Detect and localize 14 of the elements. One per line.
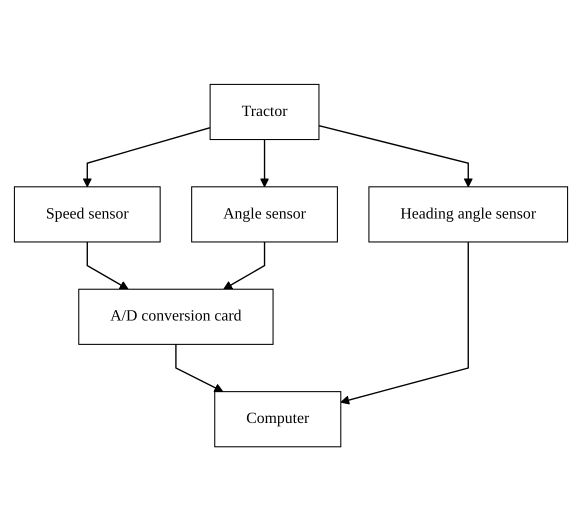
arrow [260,140,270,188]
arrow [86,242,129,290]
arrow [223,242,266,290]
node-box [368,186,568,243]
node-box [14,186,161,243]
arrow [340,242,469,405]
arrow [82,127,210,188]
node-box [191,186,338,243]
arrow [175,344,224,392]
node-box [214,392,342,448]
node-box [210,84,320,140]
node-box [78,289,274,346]
arrow [318,125,473,188]
block-diagram: Tractor Speed sensor Angle sensor Heading angle sensor A/D conversion card Computer [6,76,576,456]
